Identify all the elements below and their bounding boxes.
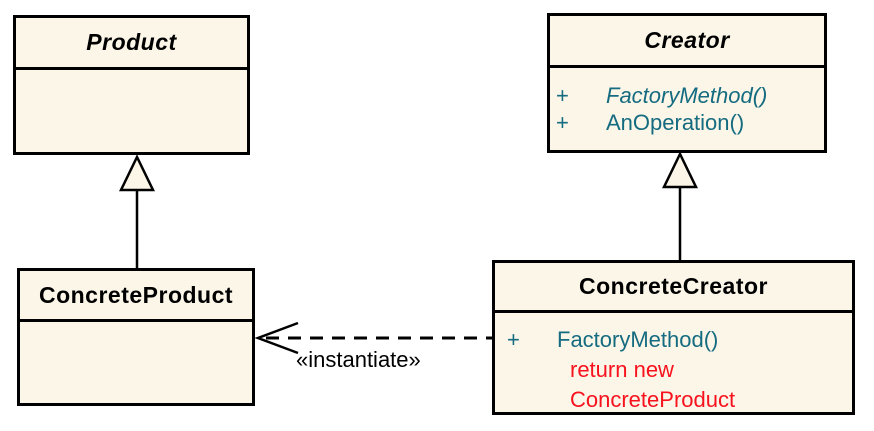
code-note-line: return new (570, 357, 674, 382)
class-box-concrete-product: ConcreteProduct (17, 268, 255, 406)
method-factorymethod: + FactoryMethod() (556, 82, 824, 109)
class-title-creator: Creator (550, 16, 824, 68)
class-box-creator: Creator + FactoryMethod() + AnOperation(… (547, 13, 827, 153)
visibility-marker: + (556, 109, 569, 135)
class-body-concrete-product (20, 322, 252, 403)
class-body-product (16, 70, 247, 152)
class-title-concrete-product: ConcreteProduct (20, 271, 252, 322)
class-body-creator: + FactoryMethod() + AnOperation() (550, 68, 824, 150)
class-title-concrete-creator: ConcreteCreator (495, 263, 852, 313)
class-title-product: Product (16, 18, 247, 70)
class-box-concrete-creator: ConcreteCreator + FactoryMethod() return… (492, 260, 855, 415)
code-note-line: ConcreteProduct (570, 387, 736, 412)
visibility-marker: + (556, 82, 569, 108)
class-box-product: Product (13, 15, 250, 155)
method-signature: AnOperation() (606, 109, 745, 135)
class-body-concrete-creator: + FactoryMethod() return new ConcretePro… (495, 313, 852, 415)
method-signature: FactoryMethod() (606, 82, 768, 108)
method-anoperation: + AnOperation() (556, 109, 824, 136)
method-factorymethod: + FactoryMethod() (507, 325, 852, 355)
method-signature: FactoryMethod() (557, 327, 719, 352)
instantiate-arrowhead-icon (254, 321, 299, 355)
instantiate-label: «instantiate» (296, 347, 421, 372)
visibility-marker: + (507, 327, 520, 352)
creator-generalization-triangle-icon (662, 151, 698, 189)
product-generalization-triangle-icon (119, 154, 155, 192)
